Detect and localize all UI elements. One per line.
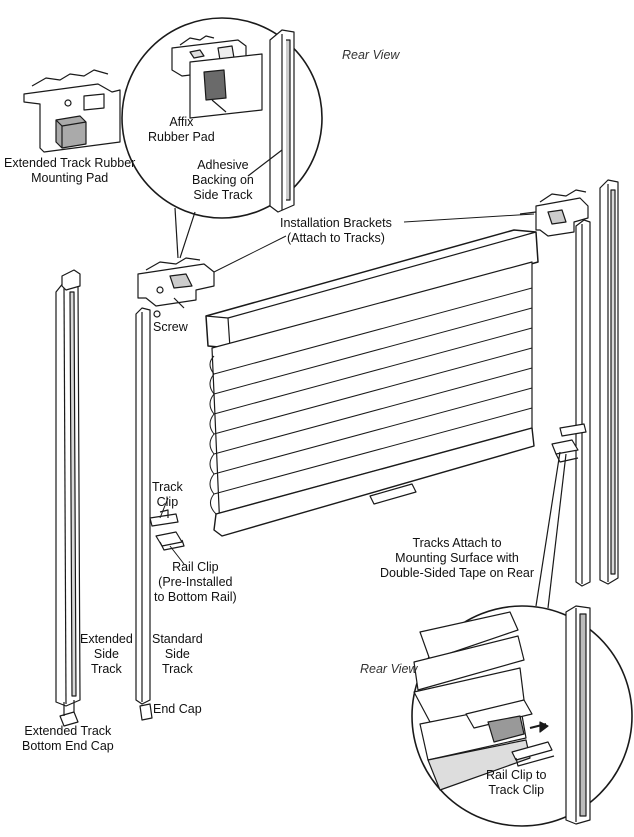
rail-clip-line1: Rail Clip <box>172 560 219 574</box>
adhesive-backing-line1: Adhesive <box>197 158 249 172</box>
installation-brackets-label: Installation Brackets (Attach to Tracks) <box>280 216 392 246</box>
extended-bottom-end-cap-label: Extended Track Bottom End Cap <box>22 724 114 754</box>
affix-rubber-pad-line2: Rubber Pad <box>148 130 215 144</box>
rail-clip-line2: (Pre-Installed <box>158 575 233 589</box>
extended-track-pad-label: Extended Track Rubber Mounting Pad <box>4 156 135 186</box>
left-installation-bracket <box>137 257 215 318</box>
standard-side-track-line1: Standard <box>152 632 203 646</box>
installation-brackets-line1: Installation Brackets <box>280 216 392 230</box>
affix-rubber-pad-label: Affix Rubber Pad <box>148 115 215 145</box>
right-side-tracks <box>551 179 619 587</box>
standard-side-track-label: Standard Side Track <box>152 632 203 677</box>
installation-brackets-line2: (Attach to Tracks) <box>286 231 385 245</box>
rail-clip-to-track-clip-line1: Rail Clip to <box>486 768 547 782</box>
track-clip-line2: Clip <box>156 495 179 509</box>
standard-side-track <box>135 307 179 721</box>
extended-side-track-line3: Track <box>91 662 122 676</box>
extended-bottom-end-cap-line2: Bottom End Cap <box>22 739 114 753</box>
extended-side-track-line2: Side <box>93 647 119 661</box>
extended-track-pad-line2: Mounting Pad <box>31 171 109 185</box>
tracks-attach-line2: Mounting Surface with <box>395 551 519 565</box>
track-clip-line1: Track <box>152 480 183 494</box>
extended-track-pad-line1: Extended Track Rubber <box>4 156 136 170</box>
extended-side-track-label: Extended Side Track <box>80 632 133 677</box>
standard-side-track-line2: Side <box>164 647 190 661</box>
adhesive-backing-line2: Backing on <box>192 173 254 187</box>
leader-lines <box>159 213 535 565</box>
rail-clip-line3: to Bottom Rail) <box>154 590 237 604</box>
top-detail-circle <box>121 17 323 259</box>
rear-view-label-top: Rear View <box>342 48 400 62</box>
end-cap-label: End Cap <box>153 702 202 716</box>
track-clip-label: Track Clip <box>152 480 183 510</box>
rear-view-label-bottom: Rear View <box>360 662 418 676</box>
screw-label: Screw <box>153 320 188 334</box>
extended-side-track <box>55 269 81 727</box>
tracks-attach-line1: Tracks Attach to <box>412 536 502 550</box>
rail-clip-label: Rail Clip (Pre-Installed to Bottom Rail) <box>154 560 237 605</box>
adhesive-backing-label: Adhesive Backing on Side Track <box>192 158 254 203</box>
adhesive-backing-line3: Side Track <box>193 188 253 202</box>
tracks-attach-line3: Double-Sided Tape on Rear <box>380 566 535 580</box>
rail-clip-to-track-clip-label: Rail Clip to Track Clip <box>486 768 546 798</box>
extended-pad-bracket <box>23 69 121 153</box>
right-installation-bracket <box>519 189 589 237</box>
cellular-shade <box>205 229 539 537</box>
affix-rubber-pad-line1: Affix <box>169 115 194 129</box>
standard-side-track-line3: Track <box>161 662 193 676</box>
tracks-attach-label: Tracks Attach to Mounting Surface with D… <box>380 536 534 581</box>
bottom-detail-circle <box>411 451 633 827</box>
extended-side-track-line1: Extended <box>80 632 133 646</box>
left-rail-clip <box>155 531 185 551</box>
extended-bottom-end-cap-line1: Extended Track <box>24 724 112 738</box>
rail-clip-to-track-clip-line2: Track Clip <box>488 783 545 797</box>
